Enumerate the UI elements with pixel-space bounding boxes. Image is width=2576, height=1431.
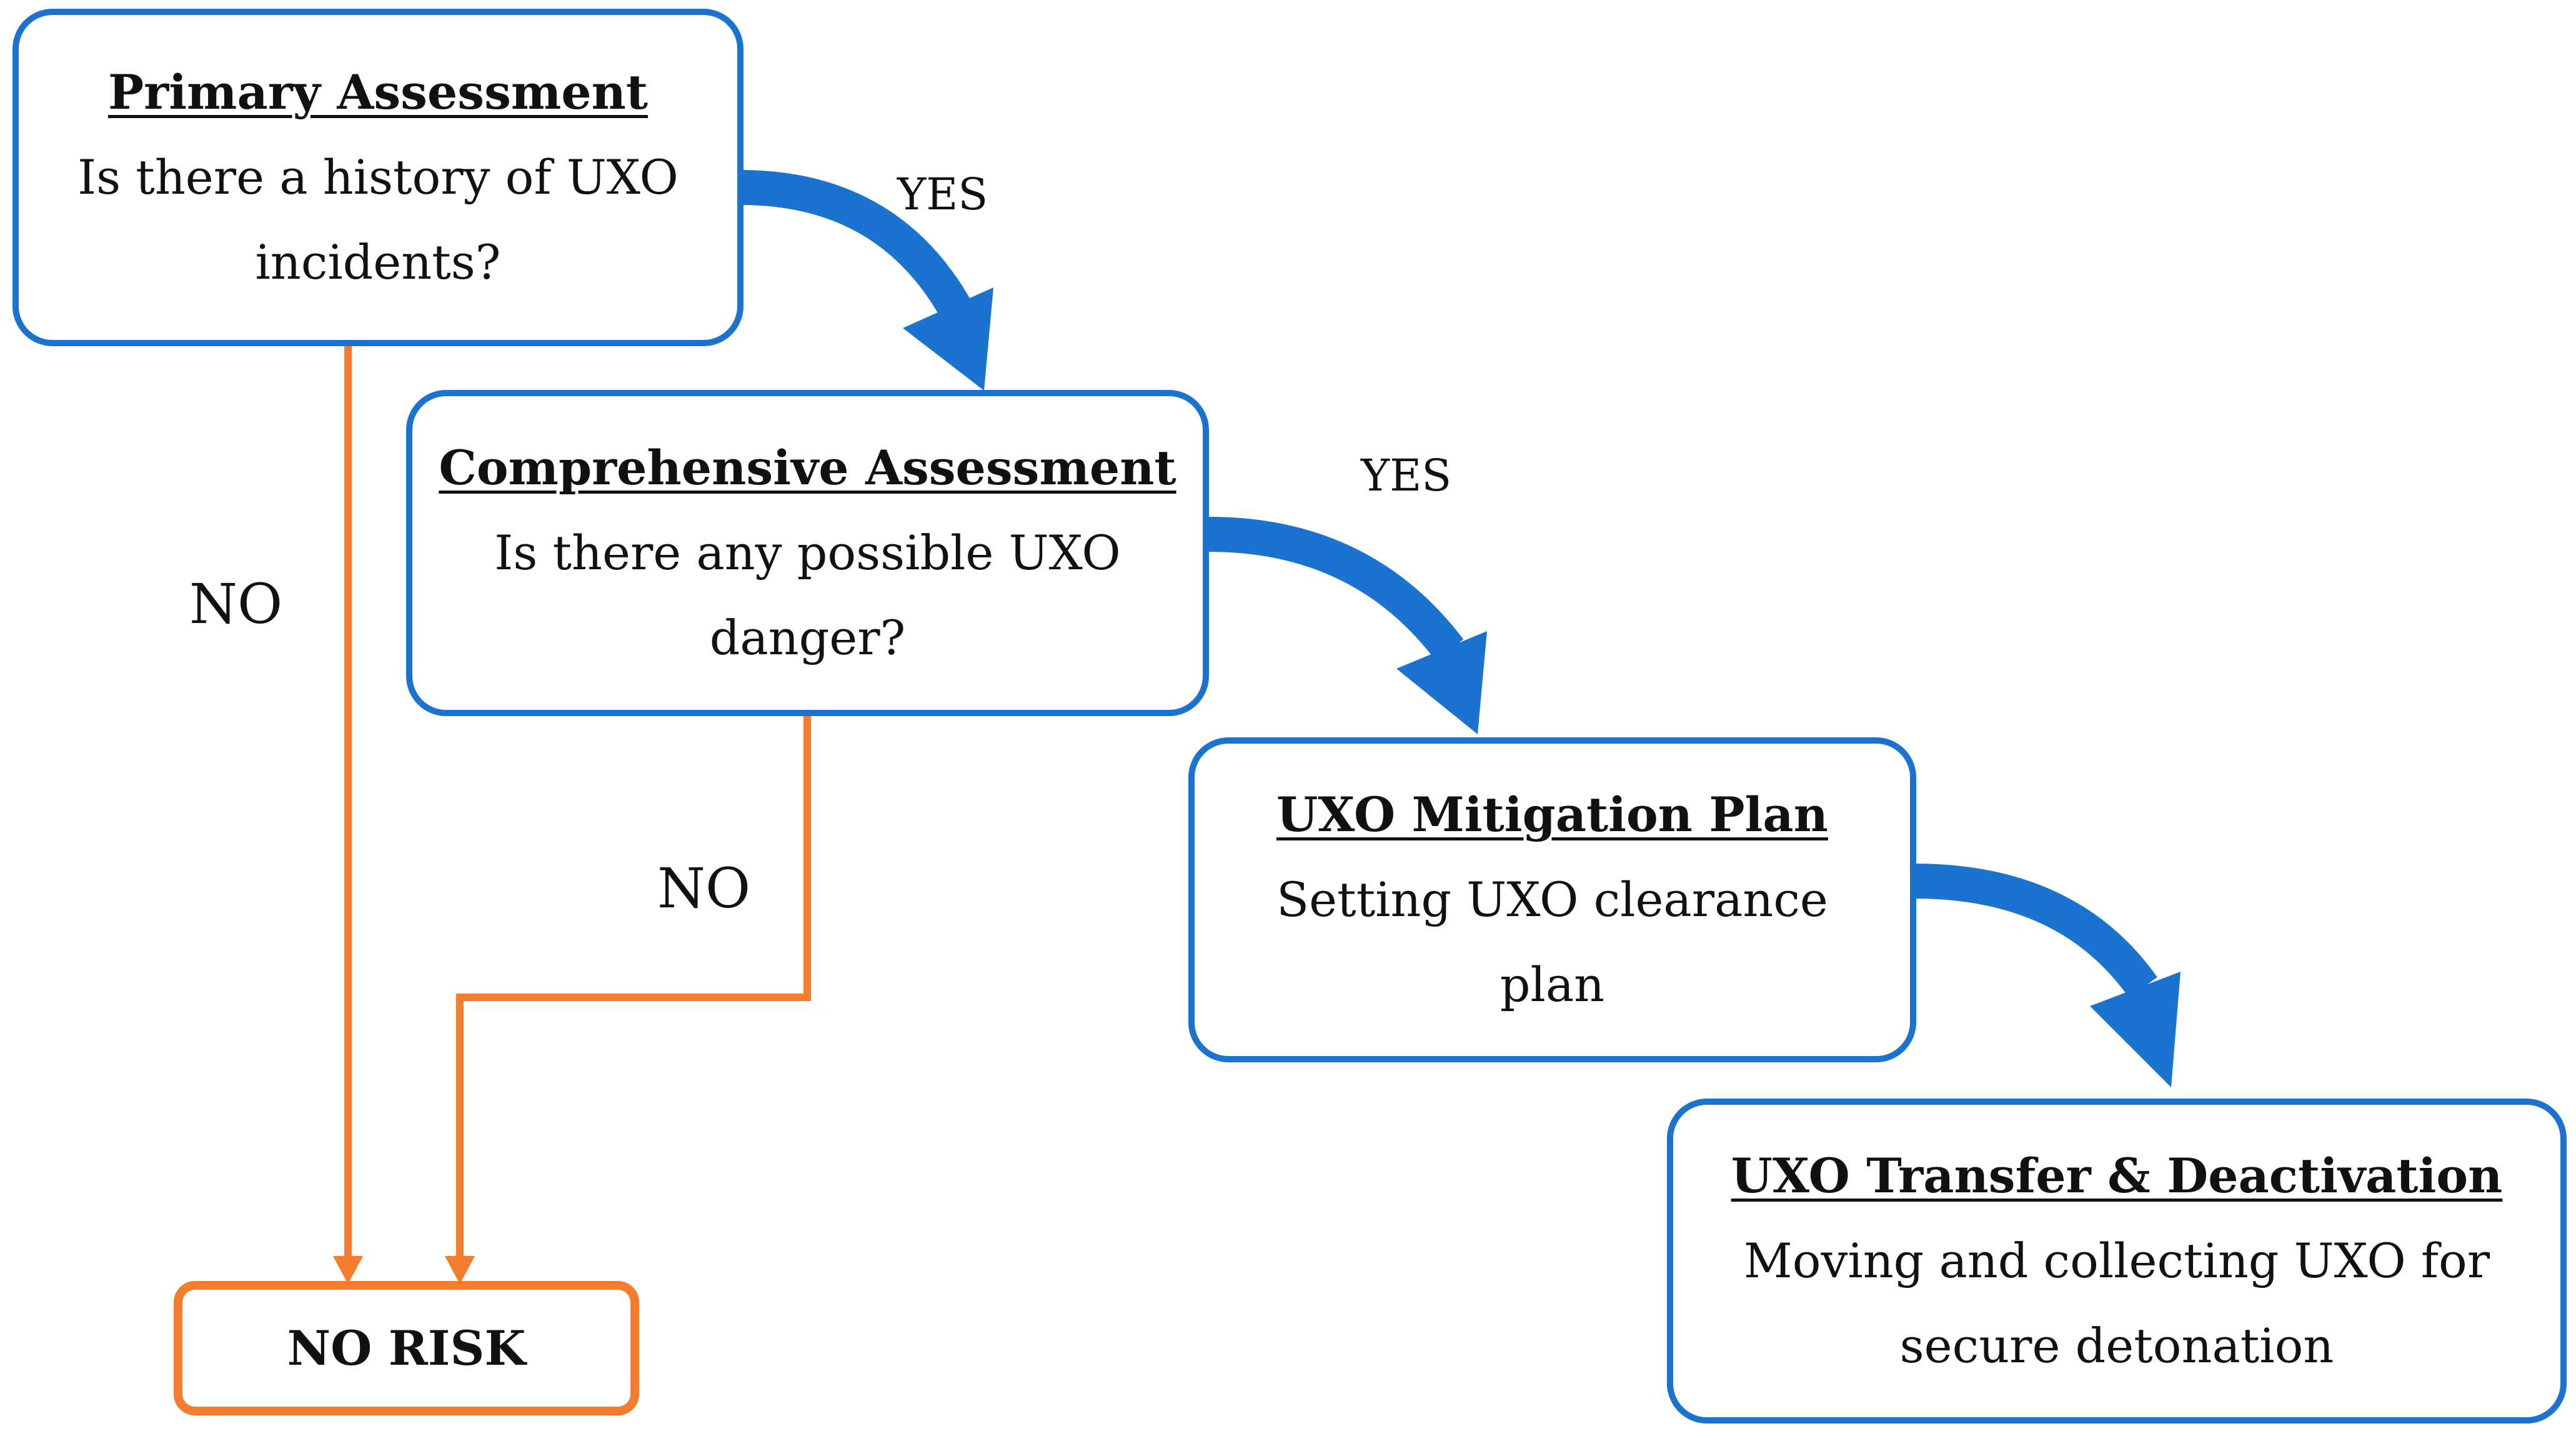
- node-no-risk-label: NO RISK: [287, 1320, 526, 1376]
- edge-label-comprehensive-yes: YES: [1361, 450, 1452, 501]
- edge-label-primary-yes: YES: [897, 169, 988, 220]
- yes-arrow-comprehensive-to-mitigation: [1208, 517, 1487, 734]
- yes-arrow-mitigation-to-transfer: [1914, 864, 2181, 1087]
- node-uxo-mitigation-plan-title: UXO Mitigation Plan: [1276, 787, 1828, 842]
- node-comprehensive-assessment-title: Comprehensive Assessment: [439, 440, 1176, 496]
- node-comprehensive-assessment-text: Is there any possible UXO danger?: [494, 525, 1121, 666]
- edge-label-primary-no: NO: [189, 572, 283, 636]
- no-arrow-primary-to-no-risk: [333, 344, 363, 1284]
- node-uxo-transfer-deactivation: UXO Transfer & Deactivation Moving and c…: [1667, 1099, 2567, 1424]
- edge-label-comprehensive-no: NO: [657, 856, 751, 920]
- no-arrow-comprehensive-to-no-risk: [445, 716, 811, 1284]
- node-no-risk: NO RISK: [174, 1281, 639, 1415]
- yes-arrow-primary-to-comprehensive: [740, 170, 993, 391]
- node-uxo-transfer-deactivation-text: Moving and collecting UXO for secure det…: [1743, 1233, 2490, 1374]
- node-uxo-mitigation-plan-text: Setting UXO clearance plan: [1276, 872, 1828, 1012]
- node-primary-assessment-title: Primary Assessment: [108, 64, 648, 120]
- node-comprehensive-assessment: Comprehensive Assessment Is there any po…: [406, 390, 1209, 716]
- node-uxo-mitigation-plan: UXO Mitigation Plan Setting UXO clearanc…: [1188, 737, 1916, 1062]
- node-primary-assessment: Primary Assessment Is there a history of…: [12, 9, 743, 346]
- node-uxo-transfer-deactivation-title: UXO Transfer & Deactivation: [1731, 1148, 2503, 1204]
- node-primary-assessment-text: Is there a history of UXO incidents?: [77, 149, 679, 290]
